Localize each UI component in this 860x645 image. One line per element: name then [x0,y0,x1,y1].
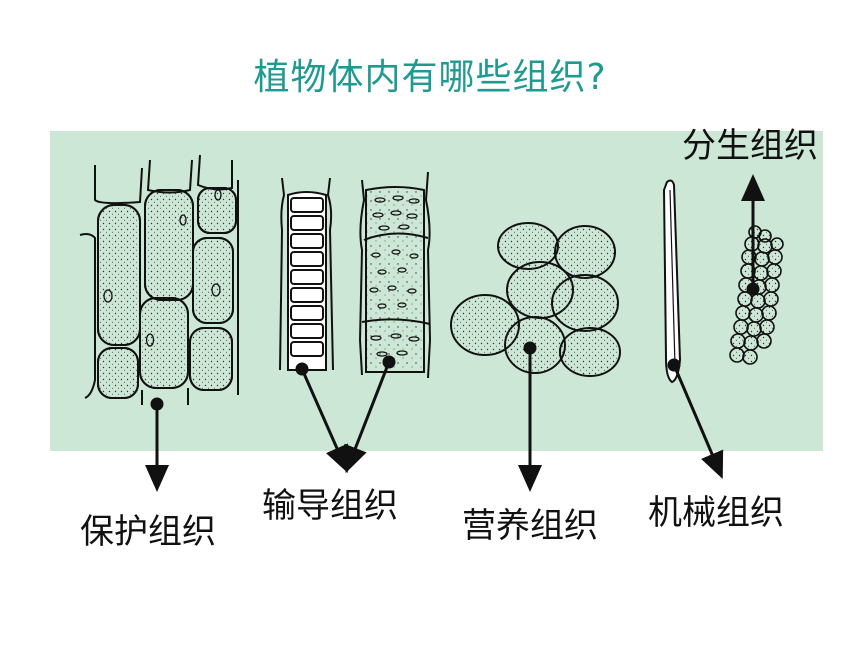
conductive-tissue-vessel [279,177,334,371]
protective-tissue-drawing [79,154,239,405]
pointer-arrows [145,174,765,492]
label-meristematic-tissue: 分生组织 [682,126,818,166]
label-nutritive-tissue: 营养组织 [462,506,598,546]
slide-title: 植物体内有哪些组织? [253,57,607,98]
meristematic-tissue-drawing [729,225,784,365]
label-protective-tissue: 保护组织 [80,512,216,552]
label-conductive-tissue: 输导组织 [262,486,398,526]
label-mechanical-tissue: 机械组织 [648,493,784,533]
nutritive-tissue-drawing [450,222,621,377]
mechanical-tissue-fiber [662,179,682,384]
conductive-tissue-sieve-tube [358,171,432,379]
